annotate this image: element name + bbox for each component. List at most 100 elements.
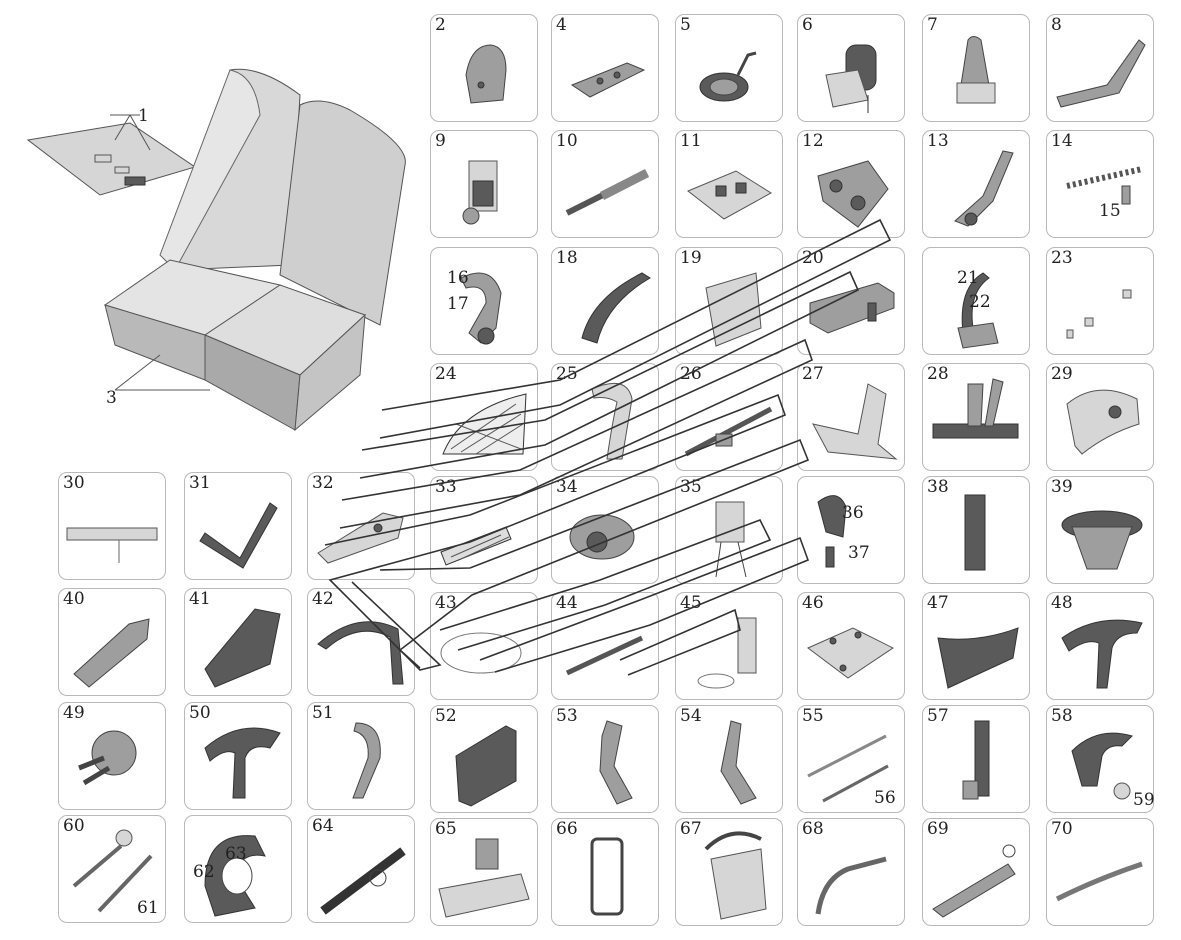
part-cell-66: 66 xyxy=(551,818,659,926)
part-callout-label: 37 xyxy=(848,543,870,563)
part-number: 58 xyxy=(1051,706,1073,726)
part-cell-6: 6 xyxy=(797,14,905,122)
part-illustration xyxy=(964,494,986,571)
part-number: 29 xyxy=(1051,364,1073,384)
part-number: 46 xyxy=(802,593,824,613)
part-cell-40: 40 xyxy=(58,588,166,696)
part-illustration xyxy=(204,608,281,688)
part-cell-43: 43 xyxy=(430,592,538,700)
part-cell-30: 30 xyxy=(58,472,166,580)
part-illustration xyxy=(817,495,847,568)
part-number: 40 xyxy=(63,589,85,609)
part-number: 28 xyxy=(927,364,949,384)
part-illustration xyxy=(465,44,507,104)
part-cell-50: 50 xyxy=(184,702,292,810)
part-number: 69 xyxy=(927,819,949,839)
part-illustration xyxy=(570,62,646,98)
part-illustration xyxy=(704,831,767,920)
part-number: 26 xyxy=(680,364,702,384)
part-cell-68: 68 xyxy=(797,818,905,926)
part-number: 38 xyxy=(927,477,949,497)
part-illustration xyxy=(817,160,889,228)
part-illustration xyxy=(1066,166,1143,205)
part-cell-31: 31 xyxy=(184,472,292,580)
part-number: 34 xyxy=(556,477,578,497)
part-illustration xyxy=(78,730,137,786)
part-cell-33: 33 xyxy=(430,476,538,584)
part-cell-27: 27 xyxy=(797,363,905,471)
part-illustration xyxy=(825,44,877,113)
part-number: 13 xyxy=(927,131,949,151)
part-number: 54 xyxy=(680,706,702,726)
part-cell-42: 42 xyxy=(307,588,415,696)
part-callout-label: 61 xyxy=(137,898,159,918)
part-cell-53: 53 xyxy=(551,705,659,813)
part-cell-7: 7 xyxy=(922,14,1030,122)
part-cell-5: 5 xyxy=(675,14,783,122)
part-illustration xyxy=(1055,861,1143,902)
part-cell-60: 60 61 xyxy=(58,815,166,923)
part-cell-65: 65 xyxy=(430,818,538,926)
part-illustration xyxy=(565,168,650,216)
part-cell-35: 35 xyxy=(675,476,783,584)
part-illustration xyxy=(1071,732,1133,800)
part-callout-label: 59 xyxy=(1133,790,1155,810)
part-cell-67: 67 xyxy=(675,818,783,926)
part-cell-49: 49 xyxy=(58,702,166,810)
part-number: 51 xyxy=(312,703,334,723)
part-number: 44 xyxy=(556,593,578,613)
part-illustration xyxy=(956,36,996,104)
part-number: 12 xyxy=(802,131,824,151)
part-illustration xyxy=(807,734,889,803)
part-number: 67 xyxy=(680,819,702,839)
part-illustration xyxy=(1061,619,1143,689)
part-number: 32 xyxy=(312,473,334,493)
part-cell-19: 19 xyxy=(675,247,783,355)
part-number: 27 xyxy=(802,364,824,384)
part-callout-label: 56 xyxy=(874,788,896,808)
part-number: 11 xyxy=(680,131,702,151)
part-illustration xyxy=(1061,510,1143,570)
part-illustration xyxy=(462,160,498,225)
part-cell-23: 23 xyxy=(1046,247,1154,355)
part-cell-46: 46 xyxy=(797,592,905,700)
part-number: 42 xyxy=(312,589,334,609)
part-cell-4: 4 xyxy=(551,14,659,122)
part-callout-label: 16 xyxy=(447,268,469,288)
part-cell-25: 25 xyxy=(551,363,659,471)
part-number: 60 xyxy=(63,816,85,836)
part-cell-38: 38 xyxy=(922,476,1030,584)
part-number: 50 xyxy=(189,703,211,723)
part-number: 64 xyxy=(312,816,334,836)
part-illustration xyxy=(932,378,1019,439)
part-illustration xyxy=(699,51,757,102)
part-illustration xyxy=(320,847,406,915)
seat-callout-3: 3 xyxy=(106,388,117,408)
seat-assembly-drawing xyxy=(26,68,406,432)
part-cell-34: 34 xyxy=(551,476,659,584)
part-number: 68 xyxy=(802,819,824,839)
part-cell-57: 57 xyxy=(922,705,1030,813)
part-cell-2: 2 xyxy=(430,14,538,122)
part-illustration xyxy=(66,527,158,563)
part-callout-label: 21 xyxy=(957,268,979,288)
part-number: 57 xyxy=(927,706,949,726)
part-illustration xyxy=(204,835,266,917)
part-cell-47: 47 xyxy=(922,592,1030,700)
part-number: 70 xyxy=(1051,819,1073,839)
part-number: 9 xyxy=(435,131,446,151)
part-number: 7 xyxy=(927,15,938,35)
part-cell-11: 11 xyxy=(675,130,783,238)
part-number: 5 xyxy=(680,15,691,35)
part-illustration xyxy=(1066,389,1140,455)
part-illustration xyxy=(72,829,153,913)
part-cell-48: 48 xyxy=(1046,592,1154,700)
part-cell-44: 44 xyxy=(551,592,659,700)
part-cell-41: 41 xyxy=(184,588,292,696)
part-illustration xyxy=(590,837,624,916)
part-number: 2 xyxy=(435,15,446,35)
part-number: 24 xyxy=(435,364,457,384)
